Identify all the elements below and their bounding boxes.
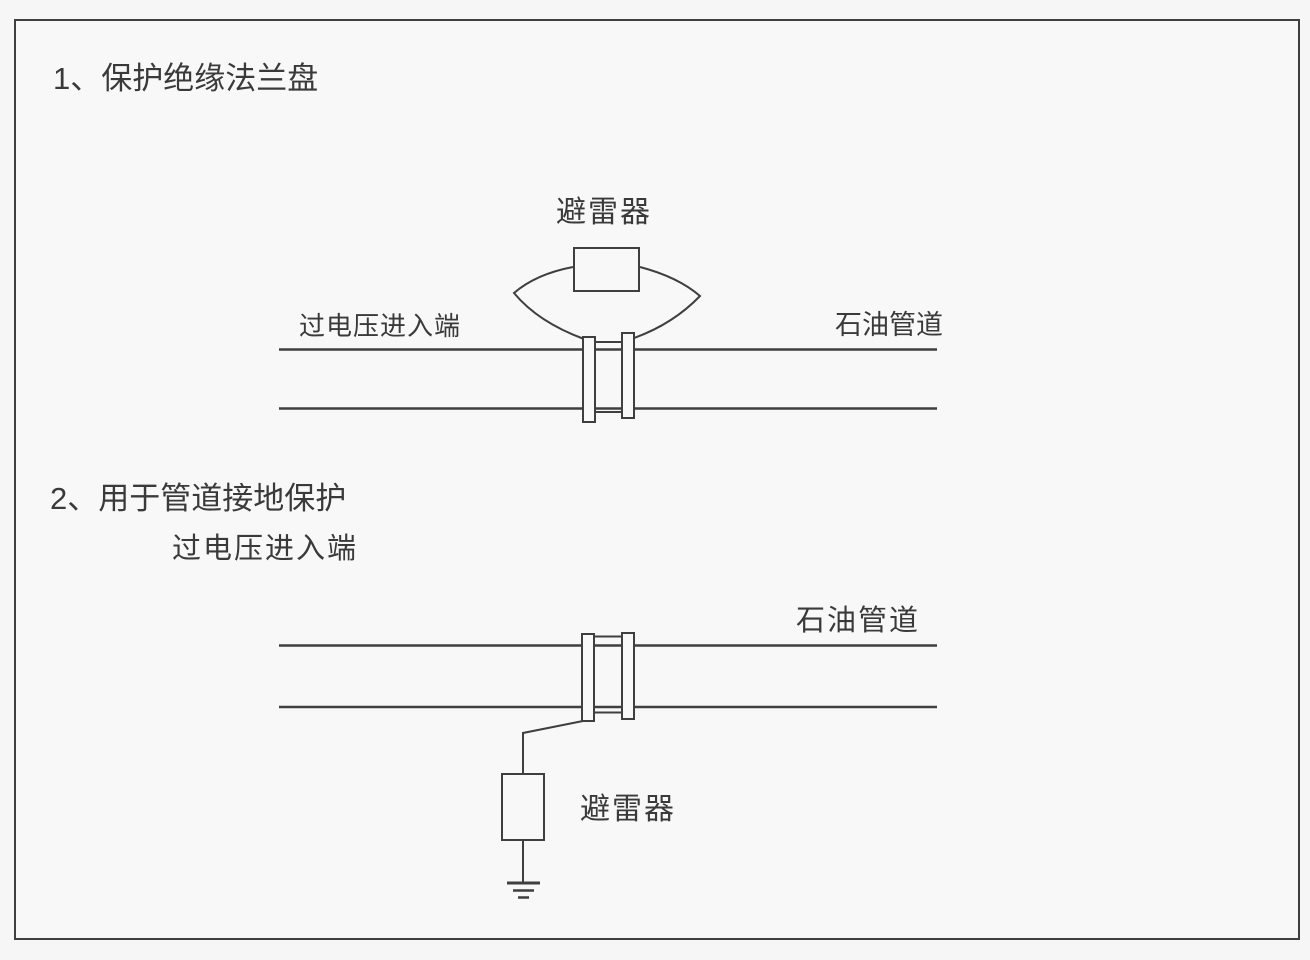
section2-overvoltage-entry-label: 过电压进入端	[172, 533, 359, 565]
flange2-plate-right	[621, 632, 635, 720]
section2-pipeline-label: 石油管道	[796, 605, 921, 637]
arrester1-box	[573, 247, 640, 292]
arrester1-lead-right	[633, 266, 702, 339]
flange2-plate-left	[581, 633, 595, 722]
arrester1-lead-left	[512, 266, 585, 340]
section2-heading: 2、用于管道接地保护	[50, 481, 347, 516]
figure-border	[14, 19, 1300, 940]
ground-symbol-icon	[507, 881, 540, 899]
section1-overvoltage-entry-label: 过电压进入端	[299, 311, 462, 341]
arrester2-lead-wire	[522, 720, 584, 774]
section1-pipeline-label: 石油管道	[835, 310, 943, 340]
arrester2-box	[501, 773, 545, 841]
section1-heading: 1、保护绝缘法兰盘	[53, 61, 319, 96]
section2-arrester-label: 避雷器	[580, 793, 676, 826]
flange1-plate-left	[582, 336, 596, 423]
diagram-grounding-protection	[279, 632, 937, 899]
section1-arrester-label: 避雷器	[556, 196, 652, 229]
diagram-flange-protection	[279, 247, 937, 423]
flange1-plate-right	[621, 332, 635, 419]
